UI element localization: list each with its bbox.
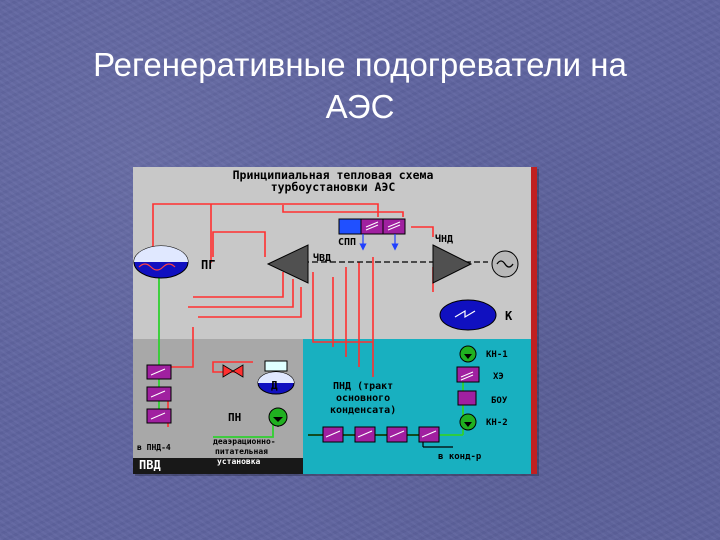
- label-k: К: [505, 309, 513, 323]
- diagram-canvas: Принципиальная тепловая схема турбоустан…: [133, 167, 537, 474]
- condensate-zone: [303, 339, 537, 474]
- lp-heaters: [322, 426, 440, 443]
- diagram-heading-line-1: Принципиальная тепловая схема: [233, 168, 434, 182]
- label-bou: БОУ: [491, 396, 508, 406]
- label-deaer-line-1: деаэрационно-: [213, 437, 276, 446]
- title-line-2: АЭС: [325, 88, 395, 125]
- label-spp: СПП: [338, 237, 356, 248]
- valve-right: [232, 364, 244, 378]
- spp-separator: [338, 218, 362, 235]
- label-pnd-line-3: конденсата): [330, 405, 396, 416]
- steam-lines: [152, 203, 434, 427]
- spp-heater-2: [382, 218, 406, 235]
- hp-heaters: [146, 364, 172, 424]
- label-deaer-line-2: питательная: [215, 447, 268, 456]
- thermal-scheme-diagram: Принципиальная тепловая схема турбоустан…: [133, 167, 537, 474]
- label-pg: ПГ: [201, 258, 215, 272]
- spp-heater-1: [360, 218, 384, 235]
- bottom-dark-band: [133, 458, 303, 474]
- generator-tilde-icon: [496, 260, 514, 268]
- label-pvd: ПВД: [139, 458, 161, 472]
- right-edge-bar: [531, 167, 537, 474]
- label-deaer-line-3: установка: [217, 457, 261, 466]
- label-he: ХЭ: [493, 372, 504, 382]
- label-to-condenser: в конд-р: [438, 452, 482, 462]
- deaerator-column: [264, 360, 288, 372]
- label-d: Д: [271, 379, 278, 392]
- label-chvd: ЧВД: [313, 252, 331, 264]
- label-kn1: КН-1: [486, 350, 508, 360]
- label-pnd-line-2: основного: [336, 393, 390, 404]
- turbine-hp: [266, 244, 309, 284]
- label-to-pnd4: в ПНД-4: [137, 443, 171, 452]
- label-pn: ПН: [228, 411, 241, 424]
- label-chnd: ЧНД: [435, 233, 453, 245]
- title-line-1: Регенеративные подогреватели на: [93, 46, 627, 83]
- label-pnd-line-1: ПНД (тракт: [333, 381, 393, 392]
- turbine-lp: [432, 244, 473, 284]
- valve-left: [222, 364, 234, 378]
- slide-title: Регенеративные подогреватели на АЭС: [30, 44, 690, 128]
- condensate-cleaning-bou: [457, 390, 477, 406]
- diagram-heading-line-2: турбоустановки АЭС: [271, 180, 396, 194]
- steam-generator-pg: [133, 245, 189, 279]
- label-kn2: КН-2: [486, 418, 508, 428]
